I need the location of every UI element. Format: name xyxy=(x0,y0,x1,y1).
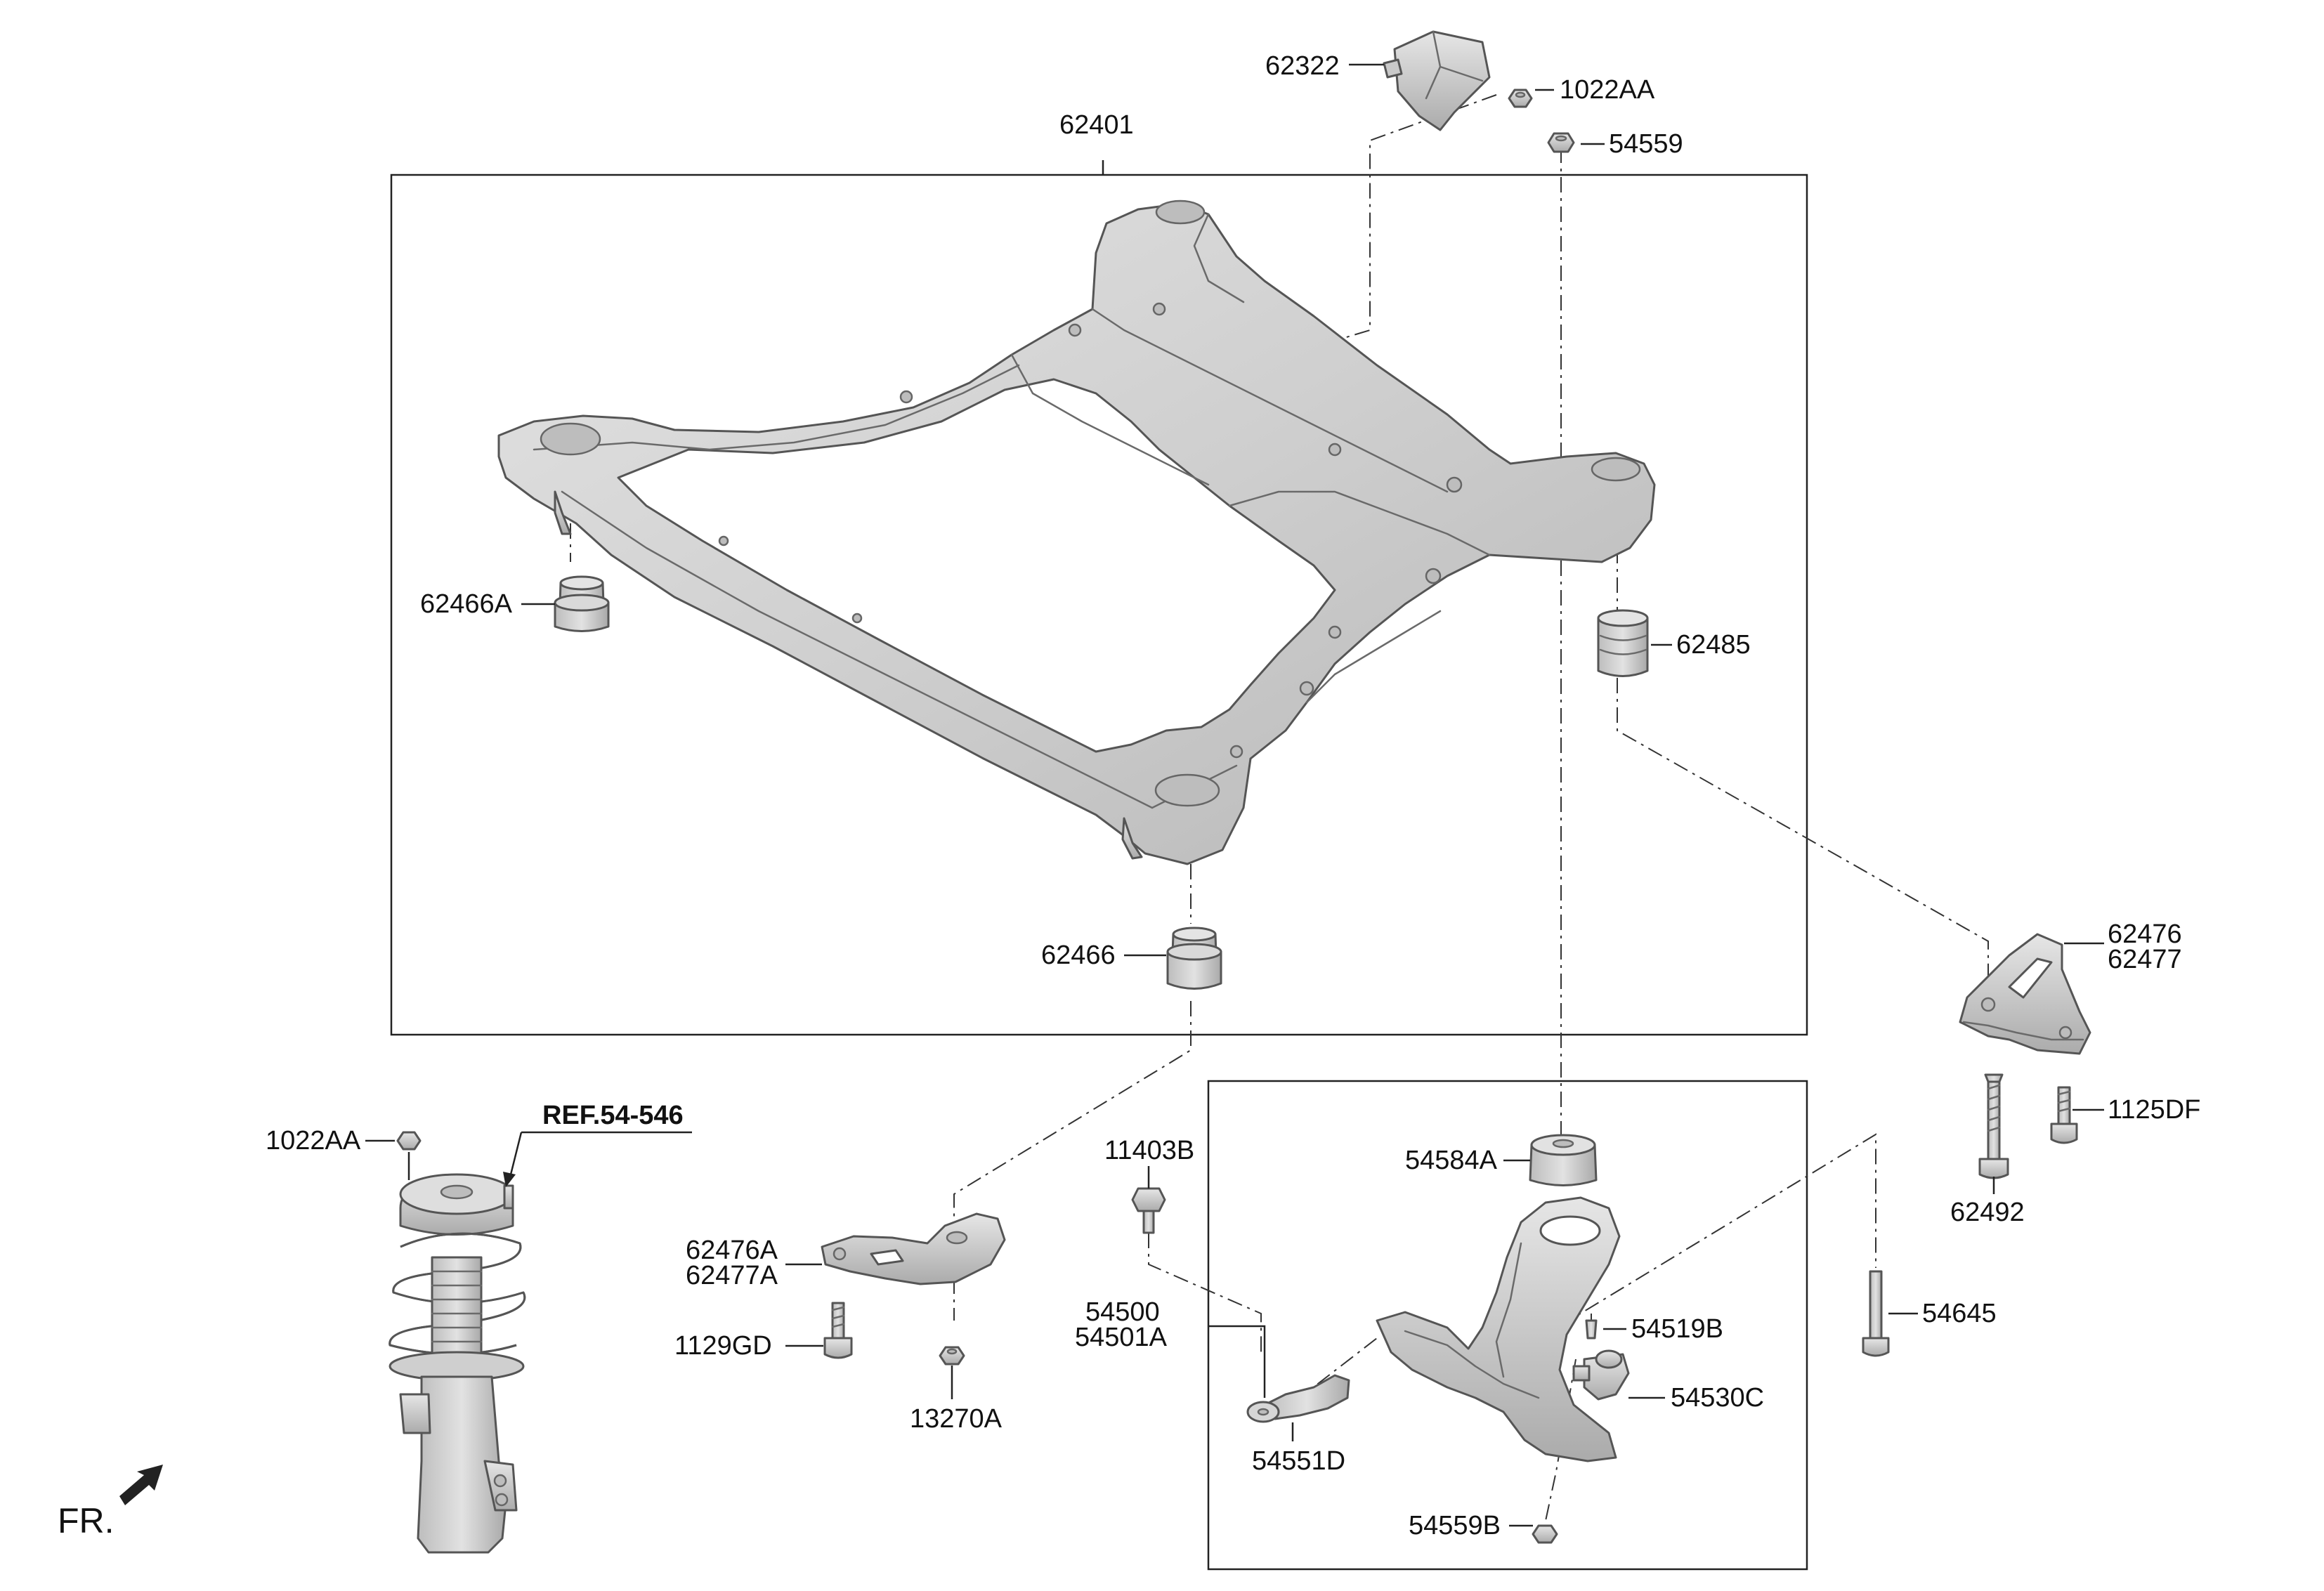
label-54559B: 54559B xyxy=(1409,1511,1501,1540)
subframe-mount-hole-rear-right xyxy=(1155,199,1206,225)
lower-arm-assembly-frame xyxy=(1207,1080,1808,1571)
strut-assembly xyxy=(389,1131,526,1554)
bolt-62492 xyxy=(1978,1073,2009,1179)
lower-control-arm xyxy=(1376,1196,1621,1462)
bushing-62466A xyxy=(554,575,610,632)
label-62477: 62477 xyxy=(2108,945,2182,974)
bushing-54551D xyxy=(1246,1374,1350,1423)
label-ref-54-546: REF.54-546 xyxy=(542,1101,684,1130)
label-54500: 54500 xyxy=(1085,1297,1160,1327)
bolt-1125DF xyxy=(2050,1086,2078,1144)
label-54530C: 54530C xyxy=(1671,1383,1764,1413)
nut-1022AA-top xyxy=(1508,89,1533,108)
leader-lines xyxy=(365,63,2104,1527)
label-62322: 62322 xyxy=(1265,51,1340,81)
label-54584A: 54584A xyxy=(1405,1146,1498,1175)
label-62466: 62466 xyxy=(1041,941,1116,970)
label-54551D: 54551D xyxy=(1252,1446,1345,1476)
front-subframe-62401 xyxy=(497,199,1656,865)
arrow-icon xyxy=(119,1465,163,1505)
label-62492: 62492 xyxy=(1950,1198,2025,1227)
label-1125DF: 1125DF xyxy=(2108,1095,2200,1125)
bushing-62485 xyxy=(1597,609,1649,677)
bushing-54584A xyxy=(1529,1134,1598,1186)
nut-54559B xyxy=(1532,1524,1558,1544)
label-13270A: 13270A xyxy=(910,1404,1003,1434)
label-54501A: 54501A xyxy=(1075,1323,1168,1352)
label-1022AA-left: 1022AA xyxy=(266,1126,361,1155)
label-62476: 62476 xyxy=(2108,919,2182,949)
label-62476A: 62476A xyxy=(686,1236,778,1265)
label-1022AA-top: 1022AA xyxy=(1560,75,1655,105)
label-1129GD: 1129GD xyxy=(674,1331,772,1361)
label-54519B: 54519B xyxy=(1631,1314,1723,1344)
subframe-mount-hole-front xyxy=(1154,773,1220,807)
nut-13270A xyxy=(939,1346,965,1366)
bushing-62466 xyxy=(1166,927,1222,990)
bracket-62322 xyxy=(1383,30,1491,131)
label-62485: 62485 xyxy=(1676,630,1751,660)
label-54559: 54559 xyxy=(1609,129,1683,159)
part-labels: 62322 1022AA 62401 54559 62466A 62485 62… xyxy=(58,51,2200,1540)
subframe-mount-hole-right xyxy=(1591,457,1641,482)
bolt-1129GD xyxy=(823,1302,853,1359)
front-direction-arrow xyxy=(119,1465,163,1505)
label-54645: 54645 xyxy=(1922,1299,1997,1328)
label-62401: 62401 xyxy=(1059,110,1134,140)
subframe-assembly-frame xyxy=(390,173,1808,1036)
pin-54519B xyxy=(1585,1319,1598,1340)
subframe-mount-hole-rear-left xyxy=(540,422,601,456)
bracket-62476A-62477A xyxy=(821,1212,1006,1285)
ball-joint-54530C xyxy=(1572,1349,1630,1401)
bolt-54645 xyxy=(1862,1270,1890,1357)
nut-54559 xyxy=(1547,132,1575,153)
bracket-62476-62477 xyxy=(1959,933,2091,1055)
label-62477A: 62477A xyxy=(686,1261,778,1290)
label-11403B: 11403B xyxy=(1104,1136,1194,1165)
bolt-11403B xyxy=(1131,1187,1166,1234)
label-62466A: 62466A xyxy=(420,589,513,619)
label-front: FR. xyxy=(58,1501,115,1540)
